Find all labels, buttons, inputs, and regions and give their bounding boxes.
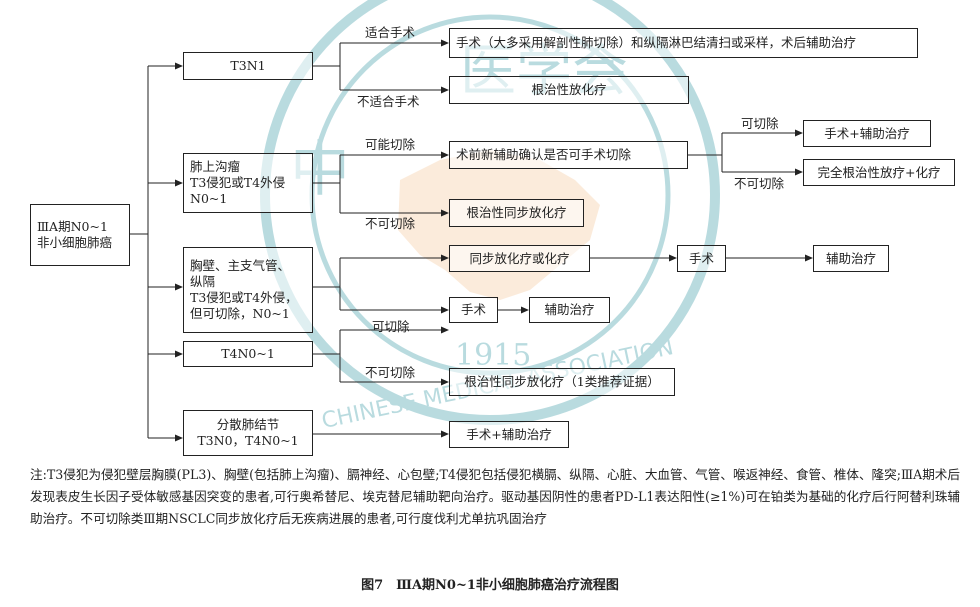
figure-caption: 图7 ⅢA期N0~1非小细胞肺癌治疗流程图	[361, 578, 619, 593]
node-adjuvant-2: 辅助治疗	[529, 297, 610, 323]
node-scattered-nodules: 分散肺结节 T3N0，T4N0~1	[183, 410, 313, 456]
label-possible-resect: 可能切除	[365, 137, 416, 152]
node-adjuvant-1: 辅助治疗	[813, 245, 889, 272]
node-radical-concurrent-1: 根治性同步放化疗	[449, 199, 584, 227]
label-resectable-1: 可切除	[741, 116, 779, 131]
node-surgery-mediastinal: 手术（大多采用解剖性肺切除）和纵隔淋巴结清扫或采样，术后辅助治疗	[449, 28, 918, 58]
node-chest-wall: 胸壁、主支气管、 纵隔 T3侵犯或T4外侵， 但可切除，N0~1	[183, 247, 313, 333]
figure-note: 注:T3侵犯为侵犯壁层胸膜(PL3)、胸壁(包括肺上沟瘤)、膈神经、心包壁;T4…	[30, 467, 960, 526]
node-t3n1: T3N1	[183, 52, 313, 80]
label-resectable-2: 可切除	[372, 319, 410, 334]
node-surgery-adjuvant-1: 手术+辅助治疗	[803, 120, 931, 147]
watermark-year: 1915	[455, 338, 531, 373]
node-complete-radical: 完全根治性放疗+化疗	[803, 159, 955, 186]
node-neoadjuvant-confirm: 术前新辅助确认是否可手术切除	[449, 141, 688, 169]
label-unsuitable-surgery: 不适合手术	[357, 94, 420, 109]
label-not-resectable-3: 不可切除	[365, 365, 416, 380]
node-t4n01: T4N0~1	[183, 341, 313, 367]
node-surgery-adjuvant-2: 手术+辅助治疗	[449, 421, 569, 448]
label-suitable-surgery: 适合手术	[365, 25, 416, 40]
node-surgery-2: 手术	[449, 297, 498, 323]
node-concurrent-or-chemo: 同步放化疗或化疗	[449, 245, 590, 272]
node-pancoast: 肺上沟瘤 T3侵犯或T4外侵 N0~1	[183, 153, 313, 213]
root-node: ⅢA期N0~1 非小细胞肺癌	[30, 204, 130, 266]
label-not-resectable-2: 不可切除	[734, 176, 785, 191]
node-radical-chemoradiotherapy: 根治性放化疗	[449, 76, 689, 104]
node-surgery-1: 手术	[677, 245, 726, 272]
label-not-resectable-1: 不可切除	[365, 216, 416, 231]
node-radical-concurrent-cat1: 根治性同步放化疗（1类推荐证据）	[449, 368, 675, 396]
